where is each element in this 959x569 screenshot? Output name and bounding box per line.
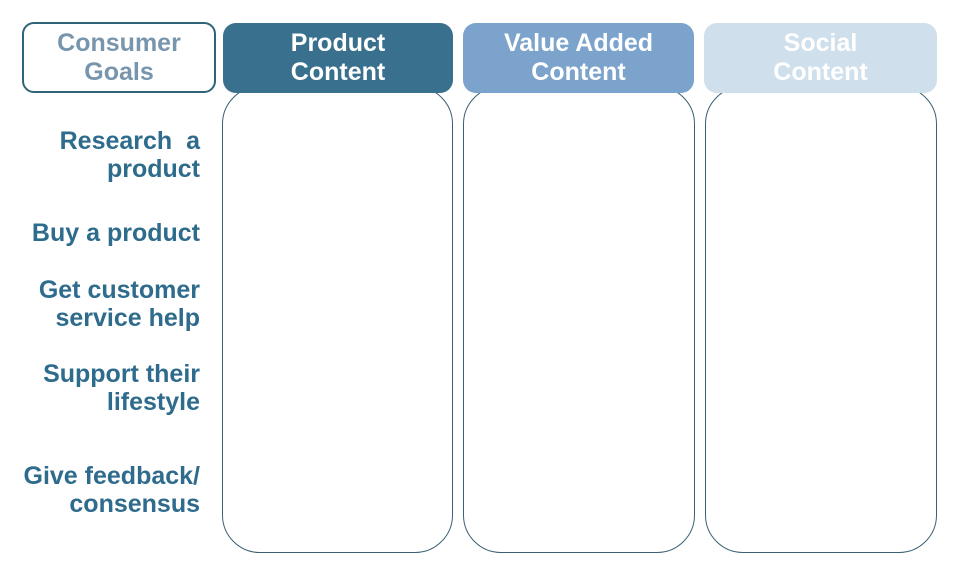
goal-item-get-customer-service-help: Get customer service help — [38, 276, 200, 332]
column-body-product-content — [222, 86, 453, 553]
column-body-social-content — [705, 86, 937, 553]
consumer-goals-box: Consumer Goals — [22, 22, 216, 93]
column-header-social-content: Social Content — [704, 23, 937, 93]
goal-item-support-their-lifestyle: Support their lifestyle — [43, 360, 200, 416]
column-body-value-added-content — [463, 86, 695, 553]
column-header-product-content: Product Content — [223, 23, 453, 93]
goal-item-research-a-product: Research a product — [59, 127, 200, 183]
goal-item-give-feedback-consensus: Give feedback/ consensus — [23, 462, 200, 518]
column-header-value-added-content: Value Added Content — [463, 23, 694, 93]
goal-item-buy-a-product: Buy a product — [31, 219, 200, 247]
consumer-goals-title: Consumer Goals — [57, 28, 181, 86]
